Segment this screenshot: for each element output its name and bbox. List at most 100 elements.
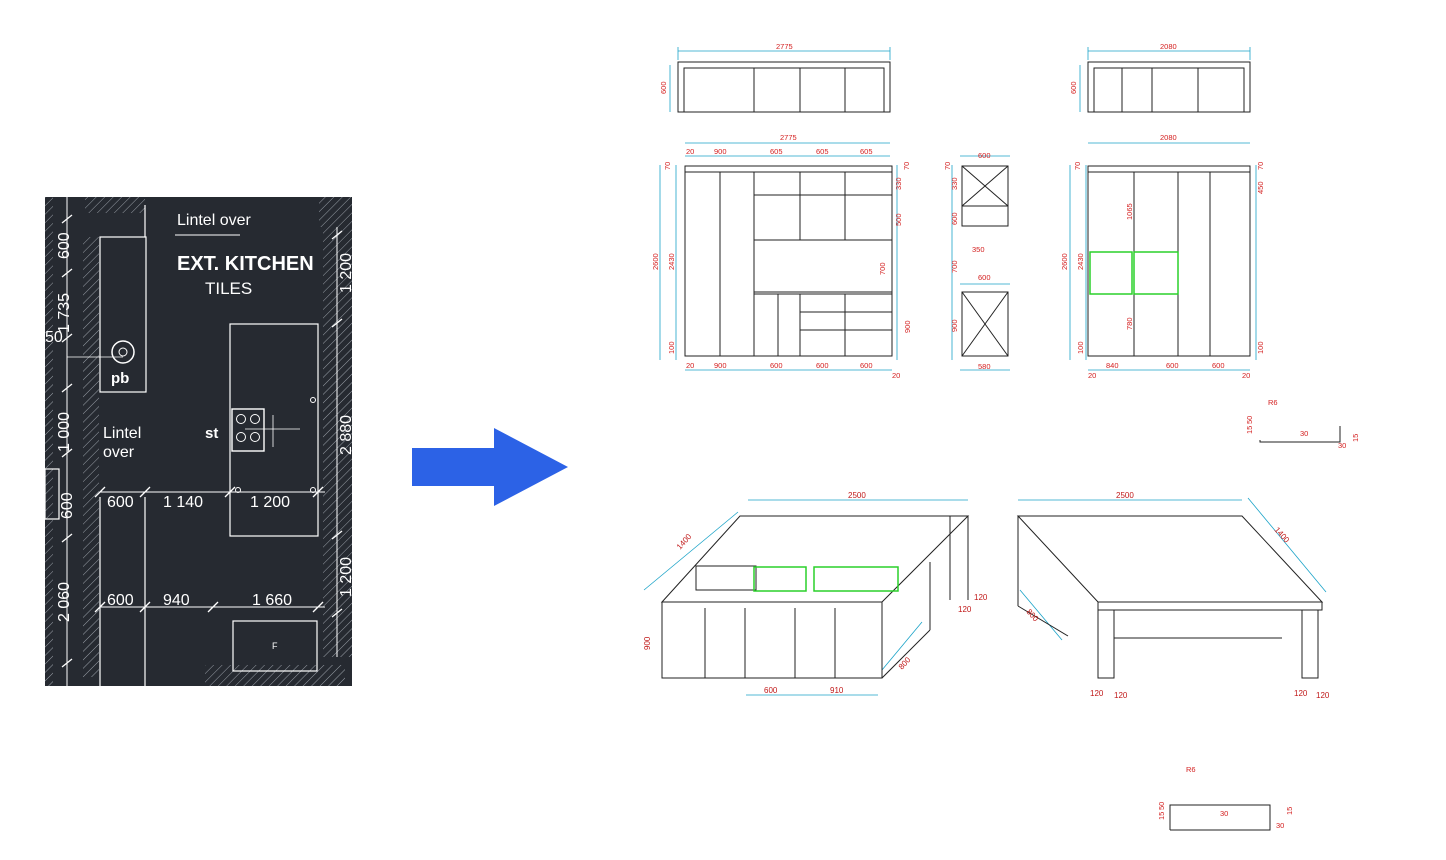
counter-left [99,236,147,393]
pb-3: 30 [1220,809,1228,818]
mlb-3: 600 [816,361,829,370]
dim-left-5: 600 [59,492,76,519]
mlh-1: 2600 [651,253,660,270]
mlr-1: 330 [894,177,903,190]
mls-3: 605 [816,147,829,156]
mlb-0: 20 [686,361,694,370]
pb-1: 50 [1157,802,1166,810]
side-base: 580 [978,362,991,371]
dim-row1-2: 1 140 [163,494,203,511]
island-left-depth: 1400 [675,532,694,552]
island-right-length: 2500 [1116,491,1134,500]
plan-stove-label: st [205,425,218,442]
dim-row2-2: 940 [163,592,190,609]
mlb-2: 600 [770,361,783,370]
dim-left-2: 1 735 [56,293,73,333]
mrb-3: 600 [1212,361,1225,370]
mri-1: 780 [1125,317,1134,330]
mlb-1: 900 [714,361,727,370]
pb-4: 30 [1276,821,1284,830]
arrow-right-icon [412,428,570,511]
side-top: 600 [978,151,991,160]
mrh-2: 2430 [1076,253,1085,270]
mrh-3: 100 [1076,341,1085,354]
mri-0: 1065 [1125,203,1134,220]
upper-cabinet-right [1087,61,1251,113]
island-left-height: 900 [643,636,652,650]
mlb-4: 600 [860,361,873,370]
dim-left-6: 2 060 [56,582,73,622]
elevation-side [961,165,1009,227]
upper-right-height: 600 [1069,81,1078,94]
upper-left-height: 600 [659,81,668,94]
stove-icon [231,408,265,452]
dim-right-3: 1 200 [338,557,352,597]
profile-small [1259,426,1341,443]
dim-row1-1: 600 [107,494,134,511]
wall-left [45,197,53,686]
wall-top-left [85,197,145,213]
sh-4: 700 [950,260,959,273]
fridge-box [232,620,318,672]
island-right-depth: 1400 [1273,525,1292,545]
mlr-3: 700 [878,262,887,275]
sh-1: 330 [950,177,959,190]
ps-0: 15 [1245,426,1254,434]
mlr-0: 70 [902,162,911,170]
elevation-right [1087,165,1251,357]
plan-lintel-mid-2: over [103,444,135,461]
island-left-bottom-1: 600 [764,686,778,695]
window [45,468,60,520]
sink-icon [111,340,135,364]
dim-right-1: 1 200 [338,253,352,293]
ps-1: 50 [1245,416,1254,424]
dim-left-1: 600 [56,232,73,259]
ps-3: 30 [1300,429,1308,438]
oven-right-icon [1133,251,1179,295]
dim-left-4: 1 000 [56,412,73,452]
ps-4: 30 [1338,441,1346,450]
sh-0: 70 [943,162,952,170]
floor-plan-drawing: Lintel over EXT. KITCHEN TILES Lintel ov… [45,197,352,686]
mrr-2: 100 [1256,341,1265,354]
upper-left-width: 2775 [776,42,793,51]
profile-big [1169,804,1271,831]
sh-5: 900 [950,319,959,332]
plan-room-subtitle: TILES [205,279,252,298]
elevation-svg: 2775 2080 600 600 2775 2080 20 900 605 6… [643,42,1360,831]
island-left-bottom-2: 910 [830,686,844,695]
wall-bottom [205,665,345,686]
dim-row2-3: 1 660 [252,592,292,609]
island-right-leg-3: 120 [1294,689,1308,698]
plan-sink-label: pb [111,370,129,387]
upper-cabinet-left [677,61,891,113]
mrb-4: 20 [1242,371,1250,380]
island-left-leg-2: 120 [974,593,988,602]
hob-right-icon [813,566,899,592]
mrh-0: 70 [1073,162,1082,170]
mls-4: 605 [860,147,873,156]
mrh-1: 2600 [1060,253,1069,270]
island-left-side: 800 [897,655,913,671]
mrb-1: 840 [1106,361,1119,370]
pb-0: 15 [1157,812,1166,820]
plan-lintel-mid-1: Lintel [103,425,141,442]
island-left-leg-1: 120 [958,605,972,614]
wall-inner [83,237,99,677]
wall-top-right [319,197,352,227]
mlh-0: 70 [663,162,672,170]
main-right-overall: 2080 [1160,133,1177,142]
sh-2: 600 [950,212,959,225]
pb-2: R6 [1186,765,1196,774]
floor-plan: Lintel over EXT. KITCHEN TILES Lintel ov… [45,197,352,686]
mrr-0: 70 [1256,162,1265,170]
mls-0: 20 [686,147,694,156]
plan-fridge-label: F [272,641,278,651]
mls-1: 900 [714,147,727,156]
island-left-top [660,515,970,603]
mrb-0: 20 [1088,371,1096,380]
mlr-4: 900 [903,320,912,333]
island-right-leg-1: 120 [1090,689,1104,698]
sh-3: 350 [972,245,985,254]
dim-right-2: 2 880 [338,415,352,455]
